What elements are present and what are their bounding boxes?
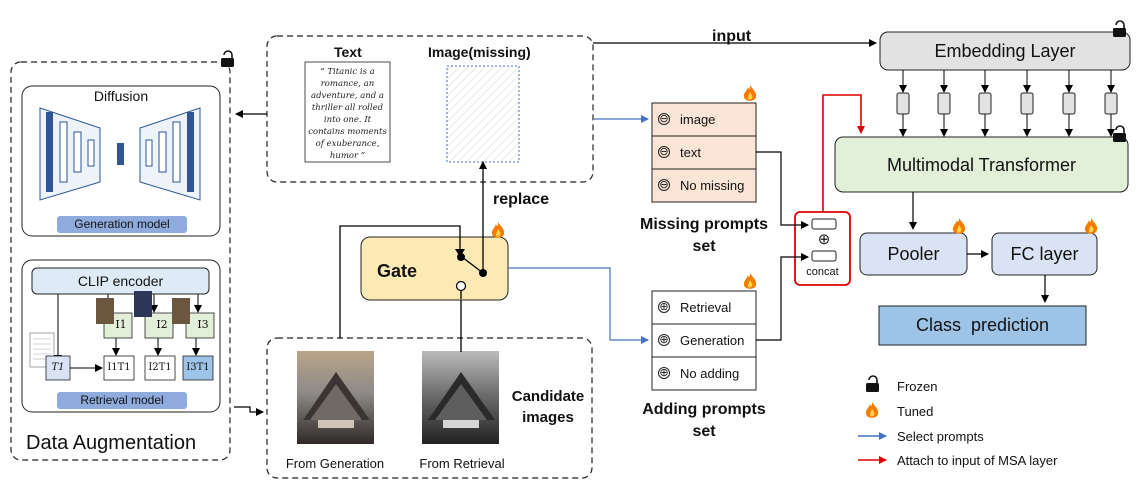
clip-internal-arrows bbox=[54, 294, 202, 372]
concat-token-bottom bbox=[811, 250, 837, 262]
minus-icon: ⊖ bbox=[658, 146, 670, 158]
black-arrows bbox=[234, 39, 1049, 416]
i1t1-label: I1T1 bbox=[107, 362, 131, 373]
data-augmentation-box bbox=[10, 61, 231, 461]
generation-model-caption: Generation model bbox=[74, 217, 170, 231]
from-generation-label: From Generation bbox=[285, 456, 385, 471]
flame-icon-missing bbox=[743, 85, 757, 101]
pooler-label: Pooler bbox=[887, 244, 940, 264]
diffusion-unet-shape bbox=[39, 107, 201, 201]
replace-label: replace bbox=[493, 191, 550, 208]
lock-icon-data-augmentation bbox=[221, 50, 234, 67]
candidate-images-title: Candidate images bbox=[511, 388, 585, 426]
i1-label: I1 bbox=[115, 318, 127, 331]
i3-token bbox=[185, 312, 215, 339]
i1t1-box bbox=[103, 355, 135, 381]
adding-prompts-title: Adding prompts set bbox=[642, 401, 766, 440]
legend-frozen: Frozen bbox=[897, 379, 938, 394]
i3t1-label: I3T1 bbox=[186, 362, 210, 373]
class-prediction-label: Class prediction bbox=[915, 315, 1050, 335]
blue-select-arrows bbox=[508, 115, 649, 344]
concat-label: concat bbox=[806, 266, 839, 278]
legend-select: Select prompts bbox=[897, 429, 984, 444]
flame-icon-adding bbox=[743, 273, 757, 289]
i2t1-box bbox=[144, 355, 176, 381]
embedding-to-transformer-arrows bbox=[899, 70, 1115, 137]
plus-icon: ⊕ bbox=[658, 334, 670, 346]
concat-plus-icon: ⊕ bbox=[817, 231, 831, 248]
i2-label: I2 bbox=[156, 318, 168, 331]
lock-icon-legend bbox=[866, 375, 879, 392]
concat-token-top bbox=[811, 218, 837, 230]
lock-icon-embedding bbox=[1113, 20, 1126, 37]
poster-thumbnail-2 bbox=[134, 291, 152, 317]
clip-encoder-box bbox=[31, 267, 210, 295]
adding-prompt-none: ⊕No adding bbox=[658, 365, 740, 381]
fc-layer-label: FC layer bbox=[1010, 244, 1079, 264]
missing-prompt-none: ⊖No missing bbox=[658, 177, 745, 193]
embedding-token-boxes bbox=[896, 92, 1118, 115]
i2t1-label: I2T1 bbox=[148, 362, 172, 373]
gate-node-top bbox=[457, 253, 465, 261]
lock-icon-transformer bbox=[1113, 125, 1126, 142]
diffusion-title: Diffusion bbox=[93, 88, 149, 104]
i3-label: I3 bbox=[197, 318, 209, 331]
class-prediction-box bbox=[878, 305, 1087, 346]
minus-icon: ⊖ bbox=[658, 179, 670, 191]
flame-icon-fc bbox=[1084, 218, 1098, 234]
embedding-layer-label: Embedding Layer bbox=[934, 41, 1076, 61]
multimodal-transformer-label: Multimodal Transformer bbox=[886, 155, 1077, 175]
retrieved-poster-image bbox=[422, 351, 499, 444]
poster-thumbnail-1 bbox=[96, 298, 114, 324]
flame-icon-gate bbox=[491, 222, 505, 238]
t1-token bbox=[45, 355, 71, 381]
legend-tuned: Tuned bbox=[897, 404, 934, 419]
red-attach-arrow bbox=[822, 94, 865, 212]
poster-thumbnail-3 bbox=[172, 298, 190, 324]
gate-switch bbox=[339, 161, 487, 352]
missing-prompt-image: ⊖image bbox=[658, 111, 716, 127]
missing-prompt-text: ⊖text bbox=[658, 144, 701, 160]
image-missing-title: Image(missing) bbox=[428, 44, 531, 60]
from-retrieval-label: From Retrieval bbox=[419, 456, 505, 471]
input-box bbox=[266, 35, 594, 183]
gate-label: Gate bbox=[377, 261, 418, 281]
embedding-layer-box bbox=[879, 31, 1131, 71]
flame-icon-pooler bbox=[952, 218, 966, 234]
clip-encoder-label: CLIP encoder bbox=[77, 273, 164, 289]
retrieval-model-caption: Retrieval model bbox=[80, 393, 164, 407]
minus-icon: ⊖ bbox=[658, 113, 670, 125]
adding-prompt-generation: ⊕Generation bbox=[658, 332, 745, 348]
gate-arrow-head bbox=[455, 249, 465, 257]
flame-icon-legend bbox=[865, 402, 879, 418]
candidate-box bbox=[266, 337, 593, 479]
multimodal-transformer-box bbox=[834, 136, 1129, 193]
legend-attach: Attach to input of MSA layer bbox=[897, 453, 1058, 468]
missing-image-placeholder bbox=[446, 65, 520, 163]
text-quote: “ Titanic is a romance, an adventure, an… bbox=[308, 67, 387, 161]
generation-model-caption-bg bbox=[57, 216, 187, 233]
plus-icon: ⊕ bbox=[658, 367, 670, 379]
retrieval-model-caption-bg bbox=[57, 392, 187, 409]
i2-token bbox=[144, 312, 174, 339]
plus-icon: ⊕ bbox=[658, 301, 670, 313]
i3t1-box bbox=[182, 355, 214, 381]
data-augmentation-title: Data Augmentation bbox=[26, 432, 197, 454]
text-title: Text bbox=[334, 44, 362, 60]
gate-node-right bbox=[479, 269, 487, 277]
gate-node-open bbox=[455, 280, 467, 292]
missing-prompts-title: Missing prompts set bbox=[639, 216, 768, 255]
adding-prompt-retrieval: ⊕Retrieval bbox=[658, 299, 732, 315]
t1-label: T1 bbox=[51, 362, 65, 373]
input-label: input bbox=[712, 28, 752, 45]
generated-poster-image bbox=[297, 351, 374, 444]
text-card bbox=[304, 61, 391, 163]
